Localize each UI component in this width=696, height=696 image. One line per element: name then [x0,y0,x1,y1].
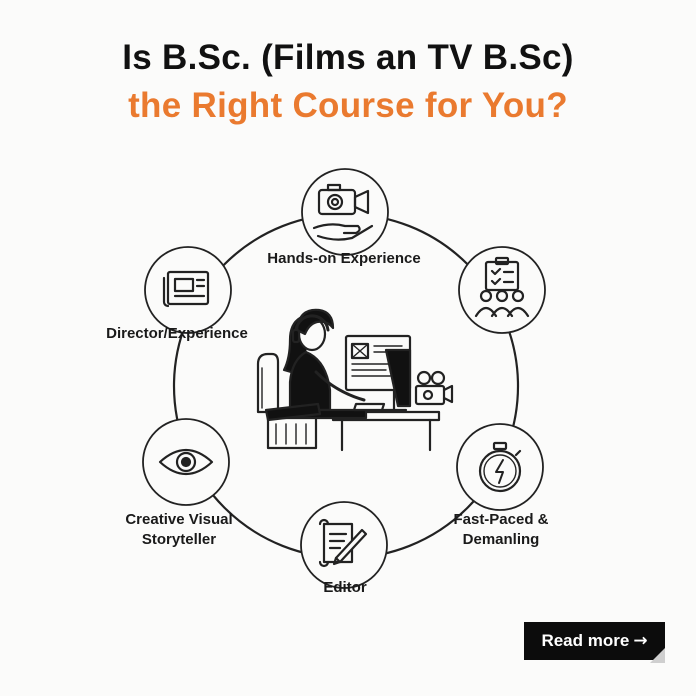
stopwatch-icon [456,423,544,511]
node-label-hands-on-experience: Hands-on Experience [267,250,421,267]
clipboard-team-icon [458,246,546,334]
node-label-creative-visual-storyteller: Creative Visual Storyteller [125,511,233,548]
title-line-2: the Right Course for You? [128,86,568,125]
page-curl-corner [650,648,665,663]
node-label-editor: Editor [323,579,367,596]
arrow-right-icon: → [633,631,648,651]
node-label-director-experience: Director/Experience [106,325,248,342]
node-label-fast-paced: Fast-Paced & Demanling [453,511,549,548]
newspaper-icon [144,246,232,334]
eye-icon [142,418,230,506]
camera-hand-icon [301,168,389,256]
read-more-label: Read more [541,631,630,650]
script-quill-icon [300,501,388,589]
film-editor-workstation-icon [256,308,454,452]
read-more-button[interactable]: Read more → [524,622,665,660]
title-line-1: Is B.Sc. (Films an TV B.Sc) [122,38,574,77]
